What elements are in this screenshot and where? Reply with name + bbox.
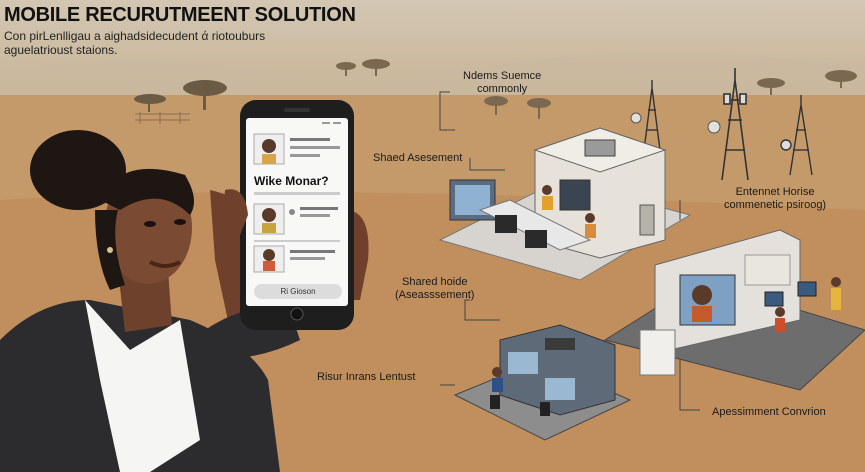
callout-label: Risur Inrans Lentust [317,371,416,383]
telecom-tower [780,95,813,176]
acacia-tree [134,94,166,112]
callout-label: Entennet Horise commenetic psiroog) [724,186,827,211]
acacia-tree [527,98,551,119]
phone-action-button[interactable]: Ri Gioson [254,284,342,299]
page-title: MOBILE RECURUTMEENT SOLUTION [4,4,356,26]
shared-booth [453,324,632,441]
acacia-tree [362,59,390,76]
acacia-tree [757,78,785,95]
remote-assessment-station [603,229,865,391]
page-subtitle: Con pirLenlligau a aighadsidecudent ά ri… [4,29,266,57]
callout-label: Ndems Suemce commonly [463,70,542,95]
acacia-tree [336,62,356,76]
assessment-center-building [438,127,692,281]
telecom-tower [643,80,661,151]
acacia-tree [484,96,508,115]
acacia-tree [183,80,227,110]
callout-label: Shaed Asesement [373,152,463,164]
callout-leaders [439,91,700,411]
phone-heading: Wike Monar? [254,174,329,188]
acacia-tree [825,70,857,88]
telecom-tower [721,68,749,181]
callout-label: Shared hoide (Aseasssement) [395,276,475,301]
callout-label: Apessimment Convrion [712,406,826,418]
smartphone [222,100,354,330]
fence [135,112,190,124]
